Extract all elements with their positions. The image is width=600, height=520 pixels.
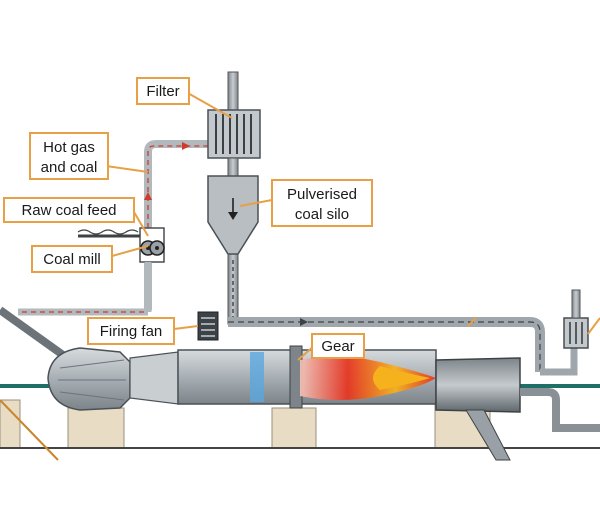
label-pulverised-coal-silo: Pulverised coal silo	[271, 179, 373, 227]
leader-lines	[105, 91, 315, 361]
silo-down-arrow-icon	[228, 212, 238, 220]
left-inlet-pipe	[0, 306, 73, 364]
hot-gas-pipe	[144, 140, 208, 310]
hot-gas-arrow-2	[182, 142, 190, 150]
hot-gas-arrow-1	[144, 192, 152, 200]
label-firing-fan: Firing fan	[87, 317, 175, 345]
support-block-left	[0, 399, 21, 449]
label-pulverised-line1: Pulverised	[287, 186, 357, 203]
kiln-flame	[300, 356, 436, 400]
right-duct-unit	[520, 289, 600, 432]
raw-coal-conveyor	[77, 229, 142, 238]
label-hot-gas-and-coal: Hot gas and coal	[29, 132, 109, 180]
label-raw-coal-feed: Raw coal feed	[3, 197, 135, 223]
filter-unit	[207, 71, 261, 177]
label-gear-text: Gear	[321, 338, 354, 355]
label-filter-text: Filter	[146, 83, 179, 100]
hot-gas-pipe-flow	[147, 145, 208, 300]
feed-pipe-arrow	[300, 318, 308, 326]
label-firing-fan-text: Firing fan	[100, 323, 163, 340]
label-filter: Filter	[136, 77, 190, 105]
support-block-1	[67, 407, 125, 449]
filter-to-silo-pipe	[227, 157, 239, 177]
feed-pipe-orange-mark	[467, 317, 477, 327]
label-raw-coal-feed-text: Raw coal feed	[21, 202, 116, 219]
pulverised-coal-silo	[207, 175, 259, 255]
filter-stack	[227, 71, 239, 113]
left-diagonal-line	[0, 399, 59, 461]
kiln-discharge-chute	[465, 409, 511, 461]
label-gear: Gear	[311, 333, 365, 359]
burner-nozzle-icon	[47, 347, 131, 411]
right-outlet-pipe	[520, 388, 600, 432]
right-leader-line	[587, 317, 600, 335]
firing-fan-icon	[197, 311, 219, 341]
right-riser-pipe	[540, 348, 578, 376]
kiln-flame-core	[373, 366, 430, 390]
coal-mill-icon	[139, 227, 165, 263]
burner-cone	[129, 351, 179, 405]
label-hot-gas-line1: Hot gas	[43, 139, 95, 156]
label-coal-mill: Coal mill	[31, 245, 113, 273]
support-block-2	[271, 407, 317, 449]
main-feed-pipe-core	[228, 321, 541, 372]
kiln-blue-band	[250, 352, 264, 402]
right-stack	[571, 289, 581, 319]
label-pulverised-line2: coal silo	[295, 206, 349, 223]
label-coal-mill-text: Coal mill	[43, 251, 101, 268]
rotary-kiln	[47, 345, 521, 461]
label-hot-gas-line2: and coal	[41, 159, 98, 176]
kiln-hood	[435, 357, 521, 413]
